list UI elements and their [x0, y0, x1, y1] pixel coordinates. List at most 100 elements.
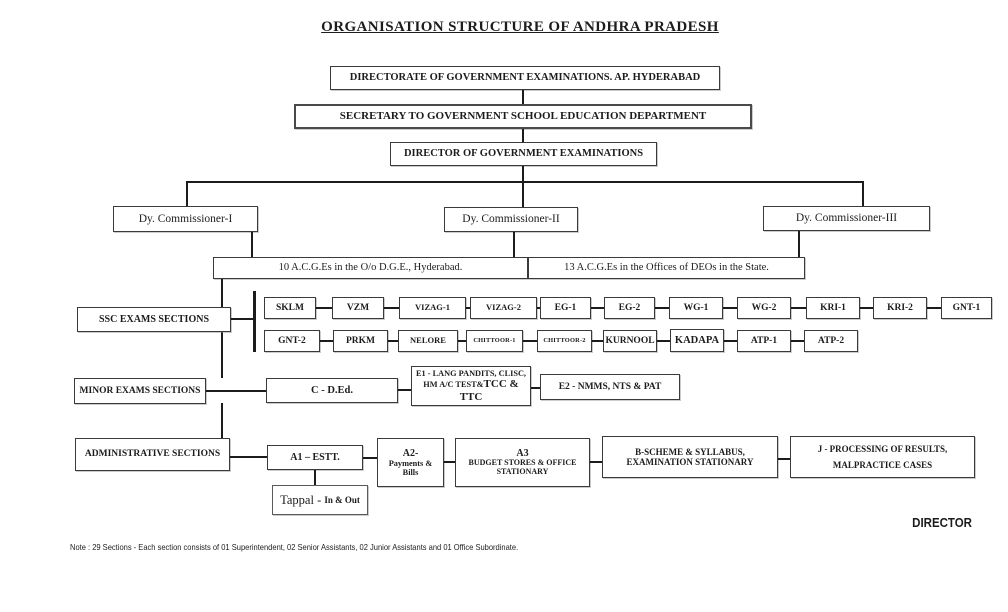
- connector-line: [363, 457, 377, 459]
- district-box: KRI-1: [806, 297, 860, 319]
- connector-line: [186, 181, 864, 183]
- district-box: VZM: [332, 297, 384, 319]
- connector-line: [592, 340, 603, 342]
- connector-line: [522, 90, 524, 104]
- ssc-exams-sections-box: SSC EXAMS SECTIONS: [77, 307, 231, 332]
- connector-line: [314, 470, 316, 485]
- district-box: KRI-2: [873, 297, 927, 319]
- dy-commissioner-2-box: Dy. Commissioner-II: [444, 207, 578, 232]
- connector-line: [657, 340, 670, 342]
- a2-line1: A2-: [402, 447, 419, 459]
- connector-line: [458, 340, 466, 342]
- c-ded-box: C - D.Ed.: [266, 378, 398, 403]
- e1-line2: HM A/C TEST&TCC & TTC: [412, 378, 530, 403]
- connector-line: [655, 307, 669, 309]
- connector-line: [221, 403, 223, 438]
- connector-line: [778, 458, 790, 460]
- dy-commissioner-1-box: Dy. Commissioner-I: [113, 206, 258, 232]
- district-box: GNT-2: [264, 330, 320, 352]
- connector-line: [444, 461, 455, 463]
- tappal-box: Tappal - In & Out: [272, 485, 368, 515]
- a3-line3: STATIONARY: [496, 467, 549, 477]
- connector-line: [724, 340, 737, 342]
- a1-estt-box: A1 – ESTT.: [267, 445, 363, 470]
- connector-line: [531, 387, 540, 389]
- district-box: KADAPA: [670, 329, 724, 352]
- connector-line: [206, 390, 266, 392]
- footnote: Note : 29 Sections - Each section consis…: [70, 542, 519, 552]
- director-signature-label: DIRECTOR: [912, 516, 972, 530]
- j-line2: MALPRACTICE CASES: [832, 460, 933, 471]
- district-box: GNT-1: [941, 297, 992, 319]
- a3-line1: A3: [516, 447, 529, 459]
- connector-line: [522, 129, 524, 142]
- a2-line3: Bills: [402, 468, 419, 478]
- connector-line: [591, 307, 604, 309]
- e1-line2b: TCC & TTC: [459, 378, 519, 403]
- district-box: WG-1: [669, 297, 723, 319]
- tappal-inout-label: In & Out: [324, 494, 360, 505]
- connector-line: [231, 318, 254, 320]
- j-line1: J - PROCESSING OF RESULTS,: [817, 443, 948, 454]
- connector-line: [388, 340, 398, 342]
- connector-line: [221, 279, 223, 307]
- district-box: ATP-2: [804, 330, 858, 352]
- a2-box: A2- Payments & Bills: [377, 438, 444, 487]
- district-box: WG-2: [737, 297, 791, 319]
- connector-line: [523, 340, 537, 342]
- tappal-label: Tappal -: [280, 493, 322, 507]
- connector-line: [230, 456, 267, 458]
- a2-line2: Payments &: [388, 458, 433, 468]
- dy-commissioner-3-box: Dy. Commissioner-III: [763, 206, 930, 231]
- connector-line: [221, 332, 223, 378]
- connector-line: [398, 389, 411, 391]
- connector-line: [791, 307, 806, 309]
- connector-line: [537, 307, 540, 309]
- connector-line: [590, 461, 602, 463]
- connector-line: [860, 307, 873, 309]
- e2-box: E2 - NMMS, NTS & PAT: [540, 374, 680, 400]
- secretary-box: SECRETARY TO GOVERNMENT SCHOOL EDUCATION…: [294, 104, 752, 129]
- connector-line: [384, 307, 399, 309]
- directorate-box: DIRECTORATE OF GOVERNMENT EXAMINATIONS. …: [330, 66, 720, 90]
- connector-line: [186, 181, 188, 206]
- b-line1: B-SCHEME & SYLLABUS,: [635, 446, 745, 457]
- connector-line: [253, 291, 256, 352]
- connector-line: [320, 340, 333, 342]
- administrative-sections-box: ADMINISTRATIVE SECTIONS: [75, 438, 230, 471]
- a3-line2: BUDGET STORES & OFFICE: [468, 458, 577, 468]
- j-results-box: J - PROCESSING OF RESULTS, MALPRACTICE C…: [790, 436, 975, 478]
- e1-box: E1 - LANG PANDITS, CLISC, HM A/C TEST&TC…: [411, 366, 531, 406]
- district-box: PRKM: [333, 330, 388, 352]
- district-box: SKLM: [264, 297, 316, 319]
- connector-line: [522, 166, 524, 182]
- district-box: CHITTOOR-1: [466, 330, 523, 352]
- connector-line: [723, 307, 737, 309]
- connector-line: [316, 307, 332, 309]
- connector-line: [251, 232, 253, 257]
- e1-line1: E1 - LANG PANDITS, CLISC,: [415, 369, 527, 379]
- district-box: EG-2: [604, 297, 655, 319]
- connector-line: [791, 340, 804, 342]
- district-box: KURNOOL: [603, 330, 657, 352]
- district-box: VIZAG-2: [470, 297, 537, 319]
- b-scheme-box: B-SCHEME & SYLLABUS, EXAMINATION STATION…: [602, 436, 778, 478]
- page-title: ORGANISATION STRUCTURE OF ANDHRA PRADESH: [321, 19, 719, 35]
- connector-line: [466, 307, 470, 309]
- minor-exams-sections-box: MINOR EXAMS SECTIONS: [74, 378, 206, 404]
- district-box: ATP-1: [737, 330, 791, 352]
- connector-line: [862, 181, 864, 206]
- connector-line: [522, 181, 524, 207]
- district-box: EG-1: [540, 297, 591, 319]
- district-box: VIZAG-1: [399, 297, 466, 319]
- district-box: CHITTOOR-2: [537, 330, 592, 352]
- a3-box: A3 BUDGET STORES & OFFICE STATIONARY: [455, 438, 590, 487]
- b-line2: EXAMINATION STATIONARY: [626, 457, 754, 467]
- e1-line2a: HM A/C TEST&: [423, 380, 484, 390]
- connector-line: [798, 231, 800, 257]
- acge-hyderabad-box: 10 A.C.G.Es in the O/o D.G.E., Hyderabad…: [213, 257, 528, 279]
- connector-line: [927, 307, 941, 309]
- district-box: NELORE: [398, 330, 458, 352]
- director-box: DIRECTOR OF GOVERNMENT EXAMINATIONS: [390, 142, 657, 166]
